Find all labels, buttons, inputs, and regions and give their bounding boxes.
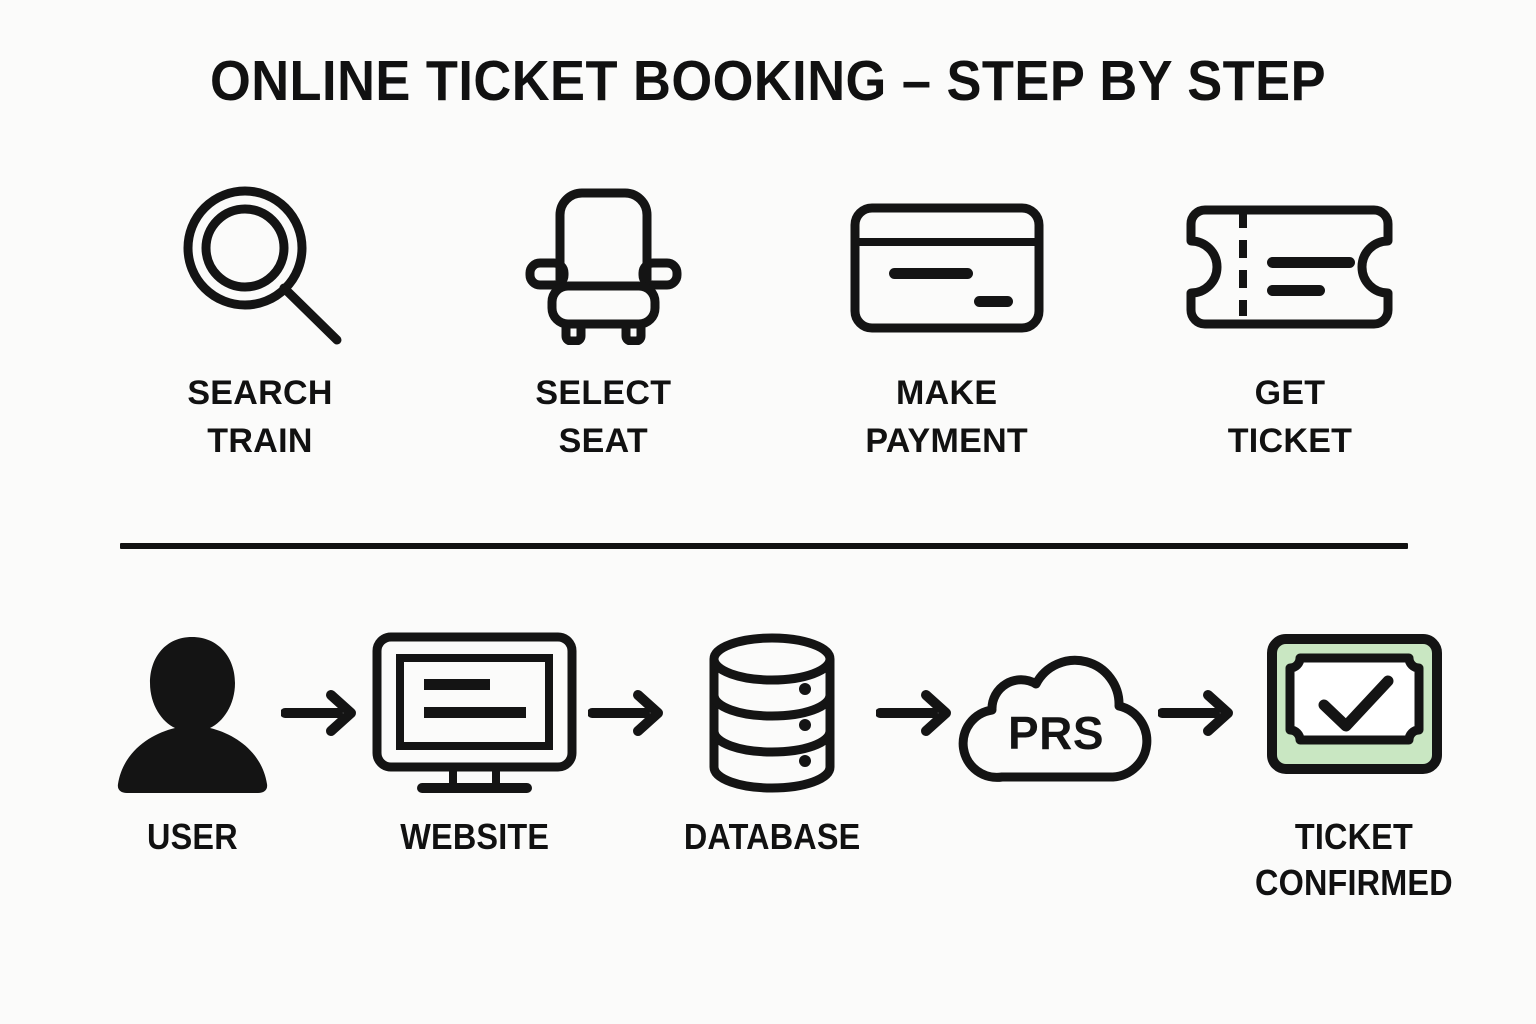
step-label: SELECT SEAT	[535, 374, 672, 461]
prs-label: PRS	[1008, 707, 1104, 759]
flow-node-database[interactable]: DATABASE	[674, 625, 870, 860]
flow-node-website[interactable]: WEBSITE	[367, 625, 582, 860]
arrow-right-icon	[582, 625, 674, 800]
arrow-right-icon	[275, 625, 367, 800]
step-label: MAKE PAYMENT	[865, 374, 1028, 461]
step-label: GET TICKET	[1227, 374, 1353, 461]
ticket-check-icon	[1262, 625, 1447, 800]
user-silhouette-icon	[110, 625, 275, 800]
steps-row: SEARCH TRAIN SELECT SEAT	[110, 180, 1440, 480]
seat-icon	[516, 180, 691, 345]
step-make-payment[interactable]: MAKE PAYMENT	[797, 180, 1097, 466]
flow-node-prs[interactable]: PRS	[958, 625, 1152, 814]
cloud-icon: PRS	[955, 625, 1160, 800]
arrow-right-icon	[1152, 625, 1244, 800]
flow-label: DATABASE	[683, 816, 861, 857]
step-get-ticket[interactable]: GET TICKET	[1140, 180, 1440, 466]
monitor-icon	[367, 625, 582, 800]
section-divider	[120, 543, 1408, 549]
ticket-icon	[1177, 180, 1402, 345]
flow-label: WEBSITE	[400, 816, 549, 857]
flow-row: USER WEBSITE	[110, 625, 1453, 925]
arrow-right-icon	[870, 625, 962, 800]
magnifying-glass-icon	[165, 180, 355, 345]
flow-node-user[interactable]: USER	[110, 625, 275, 860]
flow-node-ticket-confirmed[interactable]: TICKET CONFIRMED	[1244, 625, 1464, 906]
step-search-train[interactable]: SEARCH TRAIN	[110, 180, 410, 466]
database-cylinder-icon	[697, 625, 847, 800]
page-title: ONLINE TICKET BOOKING – STEP BY STEP	[209, 49, 1327, 113]
flow-label: TICKET CONFIRMED	[1255, 816, 1454, 904]
step-label: SEARCH TRAIN	[187, 374, 333, 461]
credit-card-icon	[842, 180, 1052, 345]
step-select-seat[interactable]: SELECT SEAT	[453, 180, 753, 466]
flow-label: USER	[147, 816, 238, 857]
